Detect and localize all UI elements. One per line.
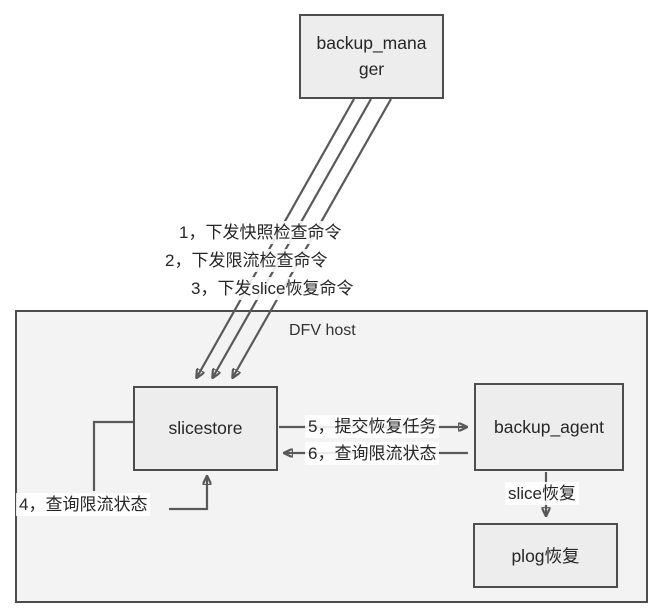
loop-step4-out-segment	[92, 420, 133, 491]
node-plog-restore-label: plog恢复	[511, 546, 580, 566]
edge-label-cmd3-slice-restore: 3，下发slice恢复命令	[188, 277, 357, 301]
node-backup-agent: backup_agent	[474, 383, 624, 471]
dfv-host-label: DFV host	[289, 322, 356, 339]
edge-label-step6-query-throttle: 6，查询限流状态	[305, 442, 440, 466]
edge-label-cmd2-throttle-check: 2，下发限流检查命令	[162, 249, 331, 273]
edge-label-slice-restore: slice恢复	[505, 482, 580, 506]
edge-label-step5-submit-task: 5，提交恢复任务	[305, 415, 440, 439]
node-plog-restore: plog恢复	[473, 523, 618, 588]
node-backup-manager-label: backup_manager	[316, 33, 427, 79]
edge-label-step4-query-throttle: 4，查询限流状态	[16, 493, 151, 517]
node-slicestore-label: slicestore	[168, 418, 243, 438]
node-backup-agent-label: backup_agent	[494, 416, 604, 437]
node-slicestore: slicestore	[133, 386, 278, 471]
loop-step4-return-arrow	[169, 477, 207, 511]
node-backup-manager: backup_manager	[299, 14, 444, 99]
edge-label-cmd1-snapshot-check: 1，下发快照检查命令	[176, 221, 345, 245]
